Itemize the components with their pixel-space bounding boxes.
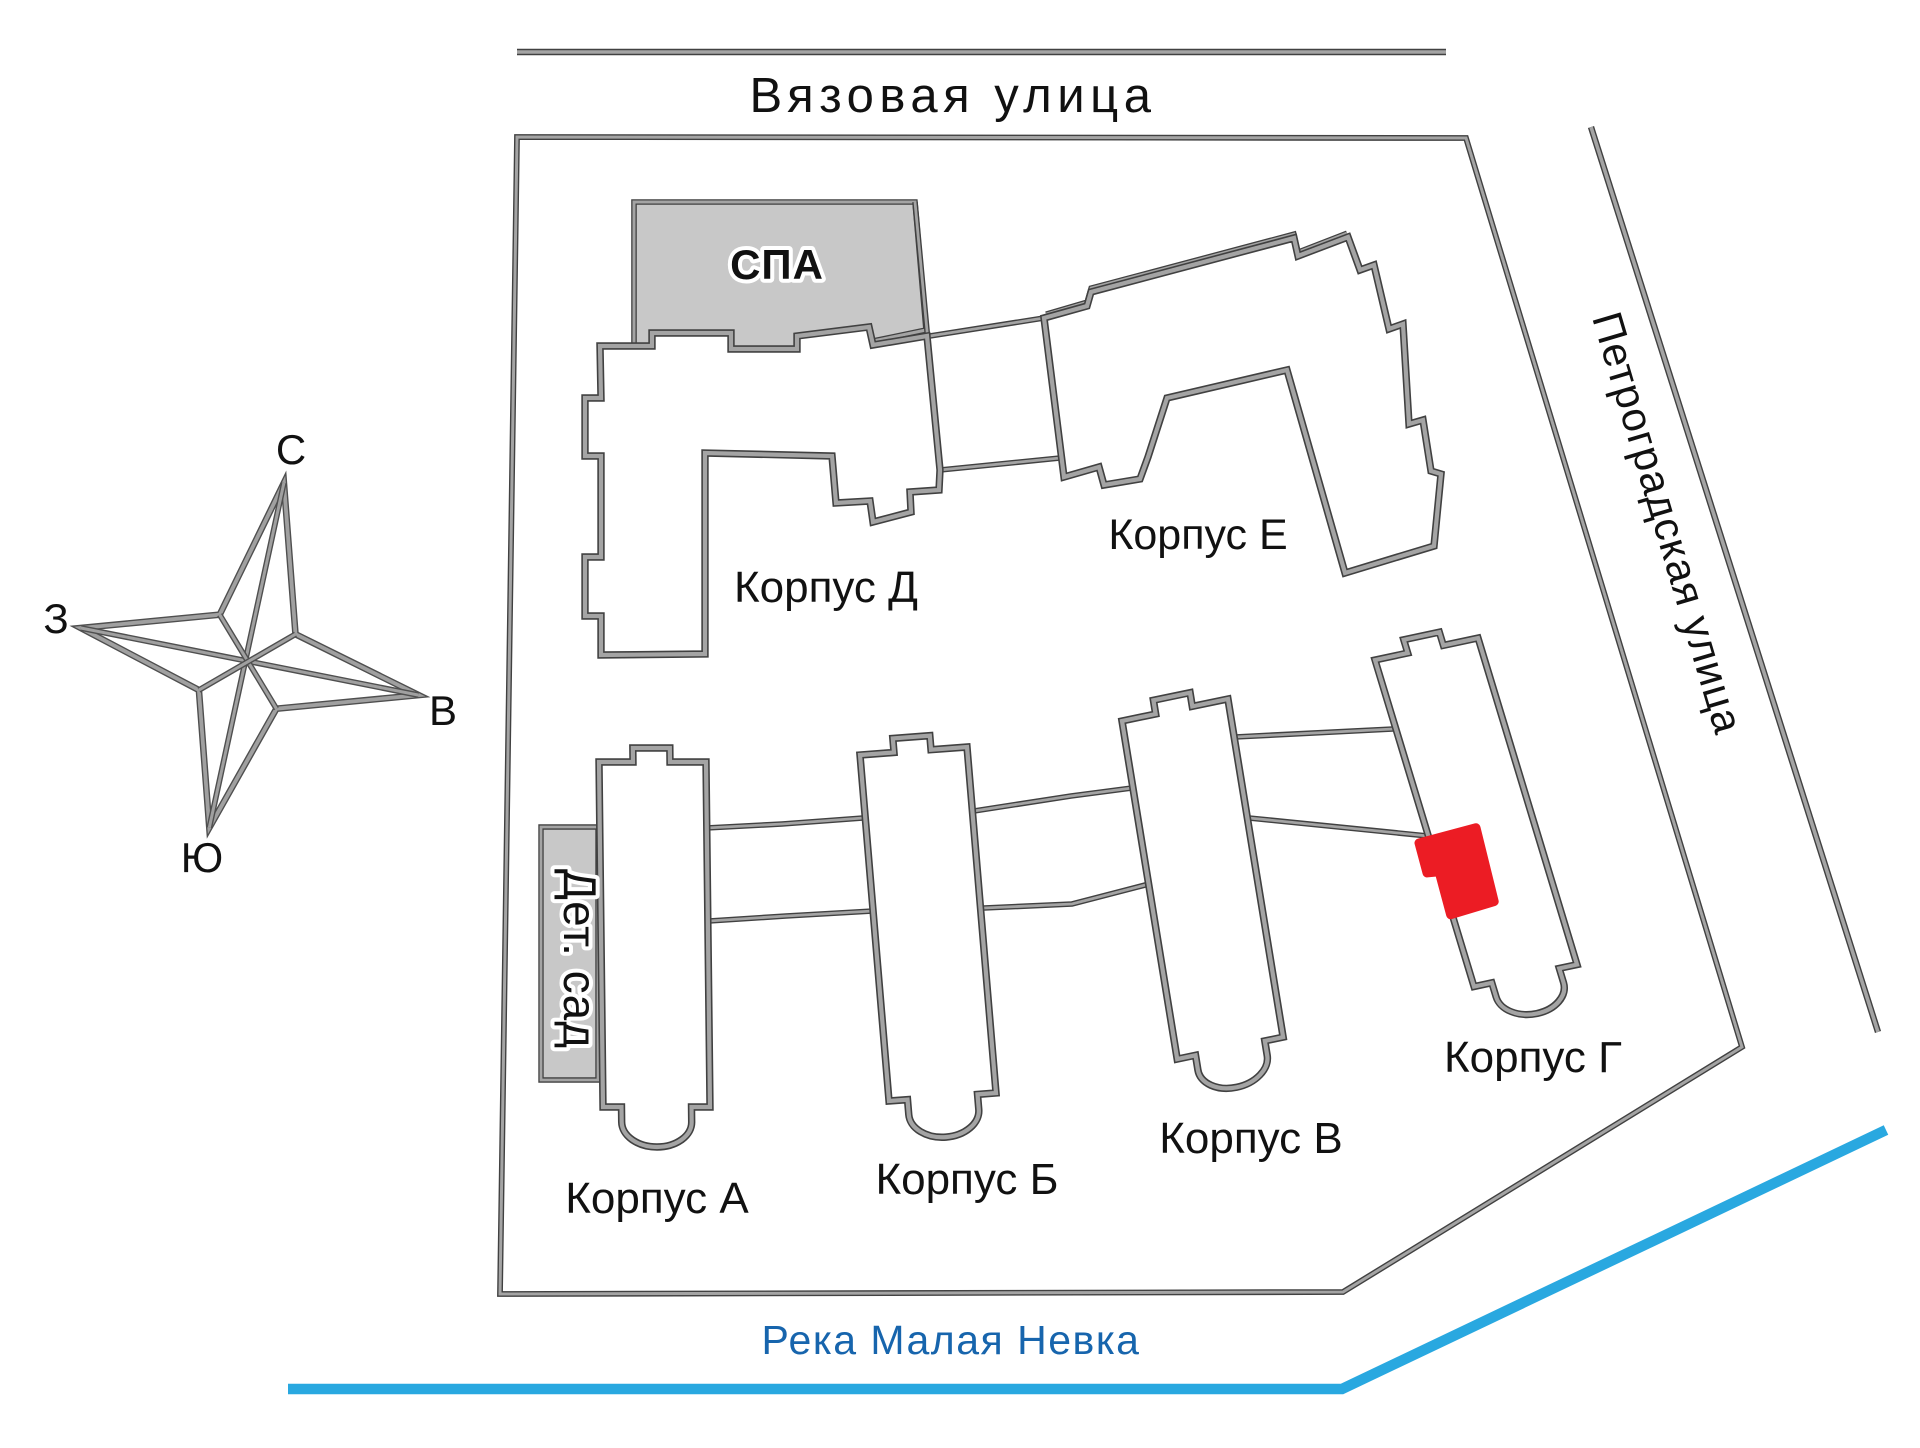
svg-text:Корпус Г: Корпус Г <box>1444 1033 1622 1082</box>
svg-text:Корпус Б: Корпус Б <box>875 1155 1058 1204</box>
svg-text:Ю: Ю <box>181 834 223 881</box>
svg-text:З: З <box>43 595 68 642</box>
svg-text:Река Малая Невка: Река Малая Невка <box>762 1317 1141 1363</box>
svg-text:Корпус В: Корпус В <box>1159 1114 1342 1163</box>
svg-text:В: В <box>429 687 457 734</box>
svg-text:Корпус А: Корпус А <box>565 1174 749 1223</box>
svg-text:Дет. сад: Дет. сад <box>554 869 606 1049</box>
svg-text:С: С <box>276 426 306 473</box>
svg-text:Корпус Д: Корпус Д <box>734 563 918 612</box>
svg-text:Корпус Е: Корпус Е <box>1108 511 1287 559</box>
svg-text:СПА: СПА <box>730 241 824 288</box>
svg-text:Вязовая улица: Вязовая улица <box>750 69 1157 123</box>
